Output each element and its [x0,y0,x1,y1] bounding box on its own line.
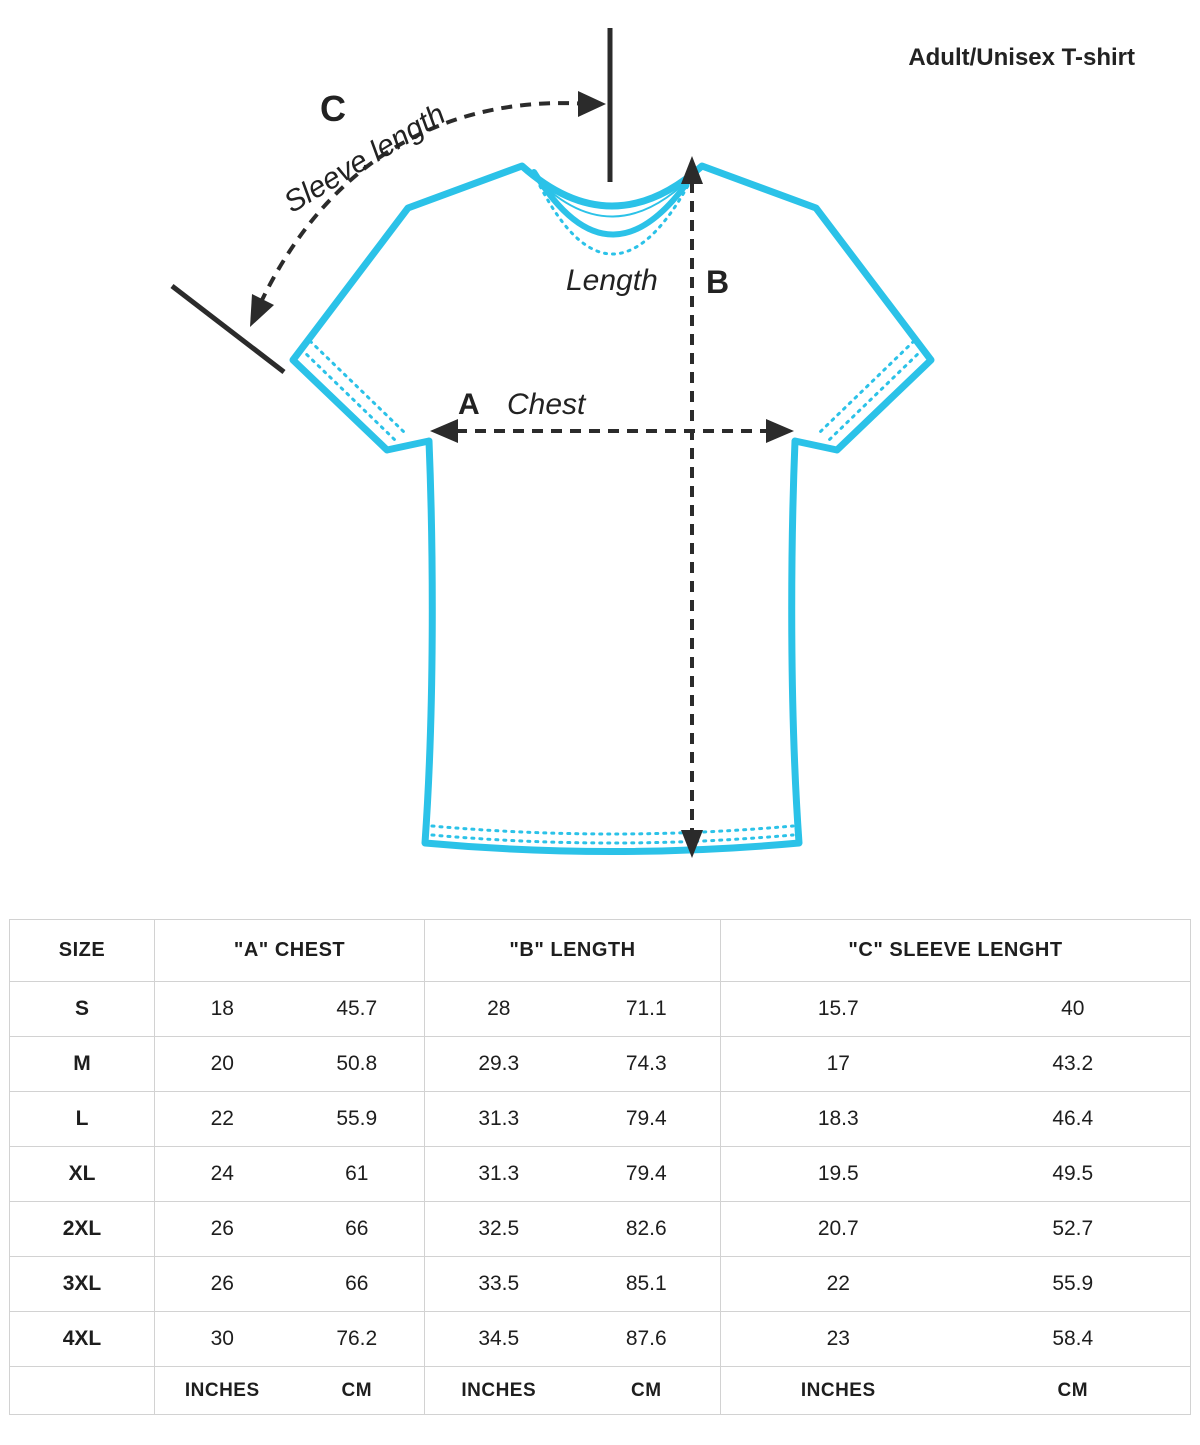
unit-inches-sleeve: INCHES [720,1366,956,1415]
length-inches-cell: 28 [424,981,573,1037]
size-row: S 18 45.7 28 71.1 15.7 40 [9,981,1191,1037]
sleeve-inches-cell: 23 [720,1311,956,1367]
length-inches-cell: 29.3 [424,1036,573,1092]
unit-cm-length: CM [572,1366,721,1415]
length-arrow-top-head [681,156,703,184]
header-chest: "A" CHEST [154,919,425,982]
sleeve-end-reference-line [170,284,286,374]
sleeve-arrow-left-head [250,294,274,327]
unit-inches-chest: INCHES [154,1366,290,1415]
unit-inches-length: INCHES [424,1366,573,1415]
label-c: C [320,88,346,129]
size-cell: 2XL [9,1201,155,1257]
collar-band [531,167,699,238]
chest-inches-cell: 26 [154,1201,290,1257]
length-inches-cell: 32.5 [424,1201,573,1257]
length-arrow-bottom-head [681,830,703,858]
size-row: 4XL 30 76.2 34.5 87.6 23 58.4 [9,1311,1191,1367]
label-length: Length [566,264,658,297]
left-sleeve-stitching [299,347,397,442]
sleeve-cm-cell: 49.5 [955,1146,1191,1202]
sleeve-inches-cell: 17 [720,1036,956,1092]
size-row: L 22 55.9 31.3 79.4 18.3 46.4 [9,1091,1191,1147]
length-cm-cell: 79.4 [572,1091,721,1147]
length-cm-cell: 82.6 [572,1201,721,1257]
units-empty-cell [9,1366,155,1415]
sleeve-inches-cell: 18.3 [720,1091,956,1147]
header-sleeve: "C" SLEEVE LENGHT [720,919,1191,982]
length-cm-cell: 74.3 [572,1036,721,1092]
size-cell: 4XL [9,1311,155,1367]
size-row: XL 24 61 31.3 79.4 19.5 49.5 [9,1146,1191,1202]
length-cm-cell: 71.1 [572,981,721,1037]
chest-cm-cell: 50.8 [289,1036,425,1092]
length-inches-cell: 31.3 [424,1091,573,1147]
length-inches-cell: 31.3 [424,1146,573,1202]
right-sleeve-stitching [827,347,925,442]
hem-stitching [430,824,795,836]
chest-inches-cell: 30 [154,1311,290,1367]
chest-cm-cell: 45.7 [289,981,425,1037]
chest-inches-cell: 24 [154,1146,290,1202]
label-chest: Chest [507,388,586,421]
sleeve-inches-cell: 22 [720,1256,956,1312]
sleeve-length-arrow-line [260,101,589,301]
size-row: 3XL 26 66 33.5 85.1 22 55.9 [9,1256,1191,1312]
sleeve-cm-cell: 55.9 [955,1256,1191,1312]
sleeve-inches-cell: 15.7 [720,981,956,1037]
chest-inches-cell: 26 [154,1256,290,1312]
sleeve-cm-cell: 46.4 [955,1091,1191,1147]
unit-cm-chest: CM [289,1366,425,1415]
chest-cm-cell: 61 [289,1146,425,1202]
sleeve-cm-cell: 40 [955,981,1191,1037]
sleeve-inches-cell: 20.7 [720,1201,956,1257]
sleeve-cm-cell: 43.2 [955,1036,1191,1092]
sleeve-inches-cell: 19.5 [720,1146,956,1202]
length-cm-cell: 85.1 [572,1256,721,1312]
sleeve-cm-cell: 52.7 [955,1201,1191,1257]
sleeve-cm-cell: 58.4 [955,1311,1191,1367]
right-sleeve-stitching-2 [818,339,916,434]
chest-inches-cell: 18 [154,981,290,1037]
size-table: SIZE "A" CHEST "B" LENGTH "C" SLEEVE LEN… [9,919,1191,1415]
length-inches-cell: 34.5 [424,1311,573,1367]
chest-cm-cell: 76.2 [289,1311,425,1367]
chest-cm-cell: 55.9 [289,1091,425,1147]
table-header-row: SIZE "A" CHEST "B" LENGTH "C" SLEEVE LEN… [9,919,1191,982]
units-row: INCHES CM INCHES CM INCHES CM [9,1366,1191,1415]
chest-inches-cell: 20 [154,1036,290,1092]
chest-cm-cell: 66 [289,1201,425,1257]
length-inches-cell: 33.5 [424,1256,573,1312]
chest-arrow-left-head [430,419,458,443]
label-b: B [706,264,730,300]
length-cm-cell: 79.4 [572,1146,721,1202]
unit-cm-sleeve: CM [955,1366,1191,1415]
header-length: "B" LENGTH [424,919,721,982]
collar-stitching [538,180,692,256]
size-cell: M [9,1036,155,1092]
size-cell: 3XL [9,1256,155,1312]
left-sleeve-stitching-2 [308,339,406,434]
tshirt-drawing [170,28,935,858]
page-title: Adult/Unisex T-shirt [908,44,1135,71]
chest-arrow-right-head [766,419,794,443]
tshirt-measurement-diagram: Adult/Unisex T-shirt C Sleeve length Len… [170,28,1135,858]
size-row: 2XL 26 66 32.5 82.6 20.7 52.7 [9,1201,1191,1257]
chest-cm-cell: 66 [289,1256,425,1312]
hem-stitching-2 [430,833,795,845]
sleeve-arrow-right-head [578,91,606,117]
size-cell: XL [9,1146,155,1202]
chest-inches-cell: 22 [154,1091,290,1147]
size-cell: S [9,981,155,1037]
size-row: M 20 50.8 29.3 74.3 17 43.2 [9,1036,1191,1092]
label-a: A [458,388,480,421]
size-cell: L [9,1091,155,1147]
length-cm-cell: 87.6 [572,1311,721,1367]
header-size: SIZE [9,919,155,982]
